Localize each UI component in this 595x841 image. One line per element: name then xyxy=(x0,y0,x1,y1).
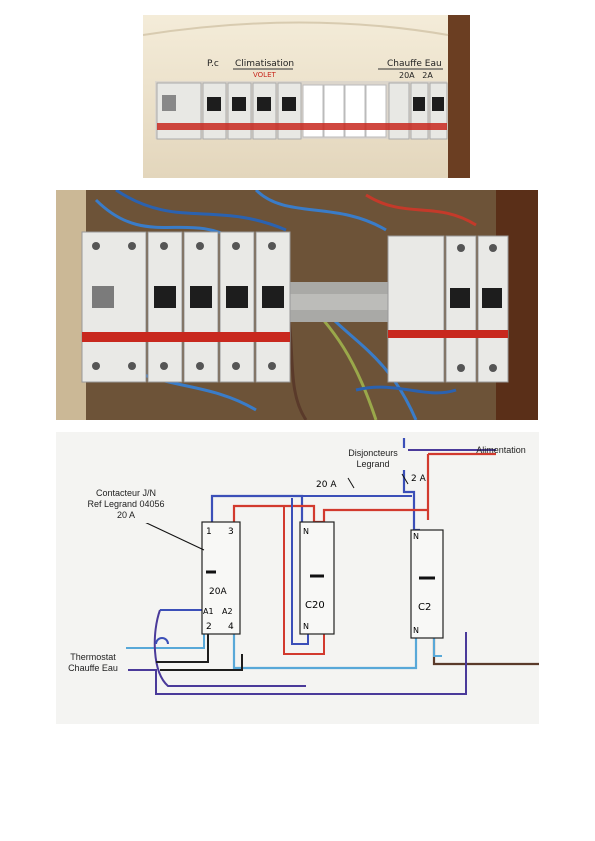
label-climatisation: Climatisation xyxy=(235,59,295,69)
thermostat-annotation-line2: Chauffe Eau xyxy=(68,663,118,673)
wire-thermo-black xyxy=(156,629,234,663)
breakers-annotation: Disjoncteurs Legrand xyxy=(338,448,408,470)
alimentation-label: Alimentation xyxy=(476,445,526,455)
terminal-a2: A2 xyxy=(222,607,233,616)
wire-thermo-c xyxy=(153,609,306,687)
label-pc: P.c xyxy=(207,59,219,69)
wire-blue-c20 xyxy=(291,498,309,645)
label-chauffe-eau: Chauffe Eau xyxy=(387,59,442,69)
c2-n-bottom: N xyxy=(413,626,419,635)
wire-thermo-a xyxy=(126,627,208,649)
contactor-annotation-line3: 20 A xyxy=(116,510,136,520)
wire-lightblue2 xyxy=(433,632,442,657)
thermostat-annotation: Thermostat Chauffe Eau xyxy=(58,652,128,674)
breaker-c2 xyxy=(410,529,444,639)
terminal-4: 4 xyxy=(228,622,234,632)
contactor-body xyxy=(201,521,241,635)
wire-red-top xyxy=(232,504,428,524)
wiring-diagram: 1 3 20A A1 A2 2 4 N N C20 N N C2 20 A 2 … xyxy=(56,432,539,724)
label-volet: VOLET xyxy=(253,71,276,79)
wire-brown-out xyxy=(432,632,539,666)
terminal-a1: A1 xyxy=(203,607,214,616)
terminal-1: 1 xyxy=(206,527,212,537)
contactor-annotation: Contacteur J/N Ref Legrand 04056 20 A xyxy=(62,486,190,523)
terminal-2: 2 xyxy=(206,622,212,632)
c20-n-bottom: N xyxy=(303,622,309,631)
c20-label: C20 xyxy=(305,600,325,611)
contactor-annotation-line1: Contacteur J/N xyxy=(95,488,157,498)
wire-thermo-black2 xyxy=(160,654,243,671)
wire-lightblue xyxy=(232,630,418,670)
c20-amp: 20 A xyxy=(316,480,337,490)
contactor-annotation-line2: Ref Legrand 04056 xyxy=(87,499,165,509)
contactor-rating: 20A xyxy=(209,587,227,597)
panel-photo-closed: P.c Climatisation VOLET Chauffe Eau 20A … xyxy=(143,15,470,178)
c2-n-top: N xyxy=(413,532,419,541)
thermostat-annotation-line1: Thermostat xyxy=(70,652,116,662)
panel-photo-open xyxy=(56,190,538,420)
wire-thermo-b xyxy=(126,632,467,695)
breaker-c20 xyxy=(299,521,335,635)
label-amps: 20A 2A xyxy=(399,71,433,80)
terminal-3: 3 xyxy=(228,527,234,537)
c2-label: C2 xyxy=(418,602,432,613)
c2-amp: 2 A xyxy=(411,474,426,484)
breakers-annotation-line1: Disjoncteurs xyxy=(348,448,398,458)
c20-n-top: N xyxy=(303,527,309,536)
breakers-annotation-line2: Legrand xyxy=(356,459,390,469)
wire-red-c20 xyxy=(283,506,325,655)
